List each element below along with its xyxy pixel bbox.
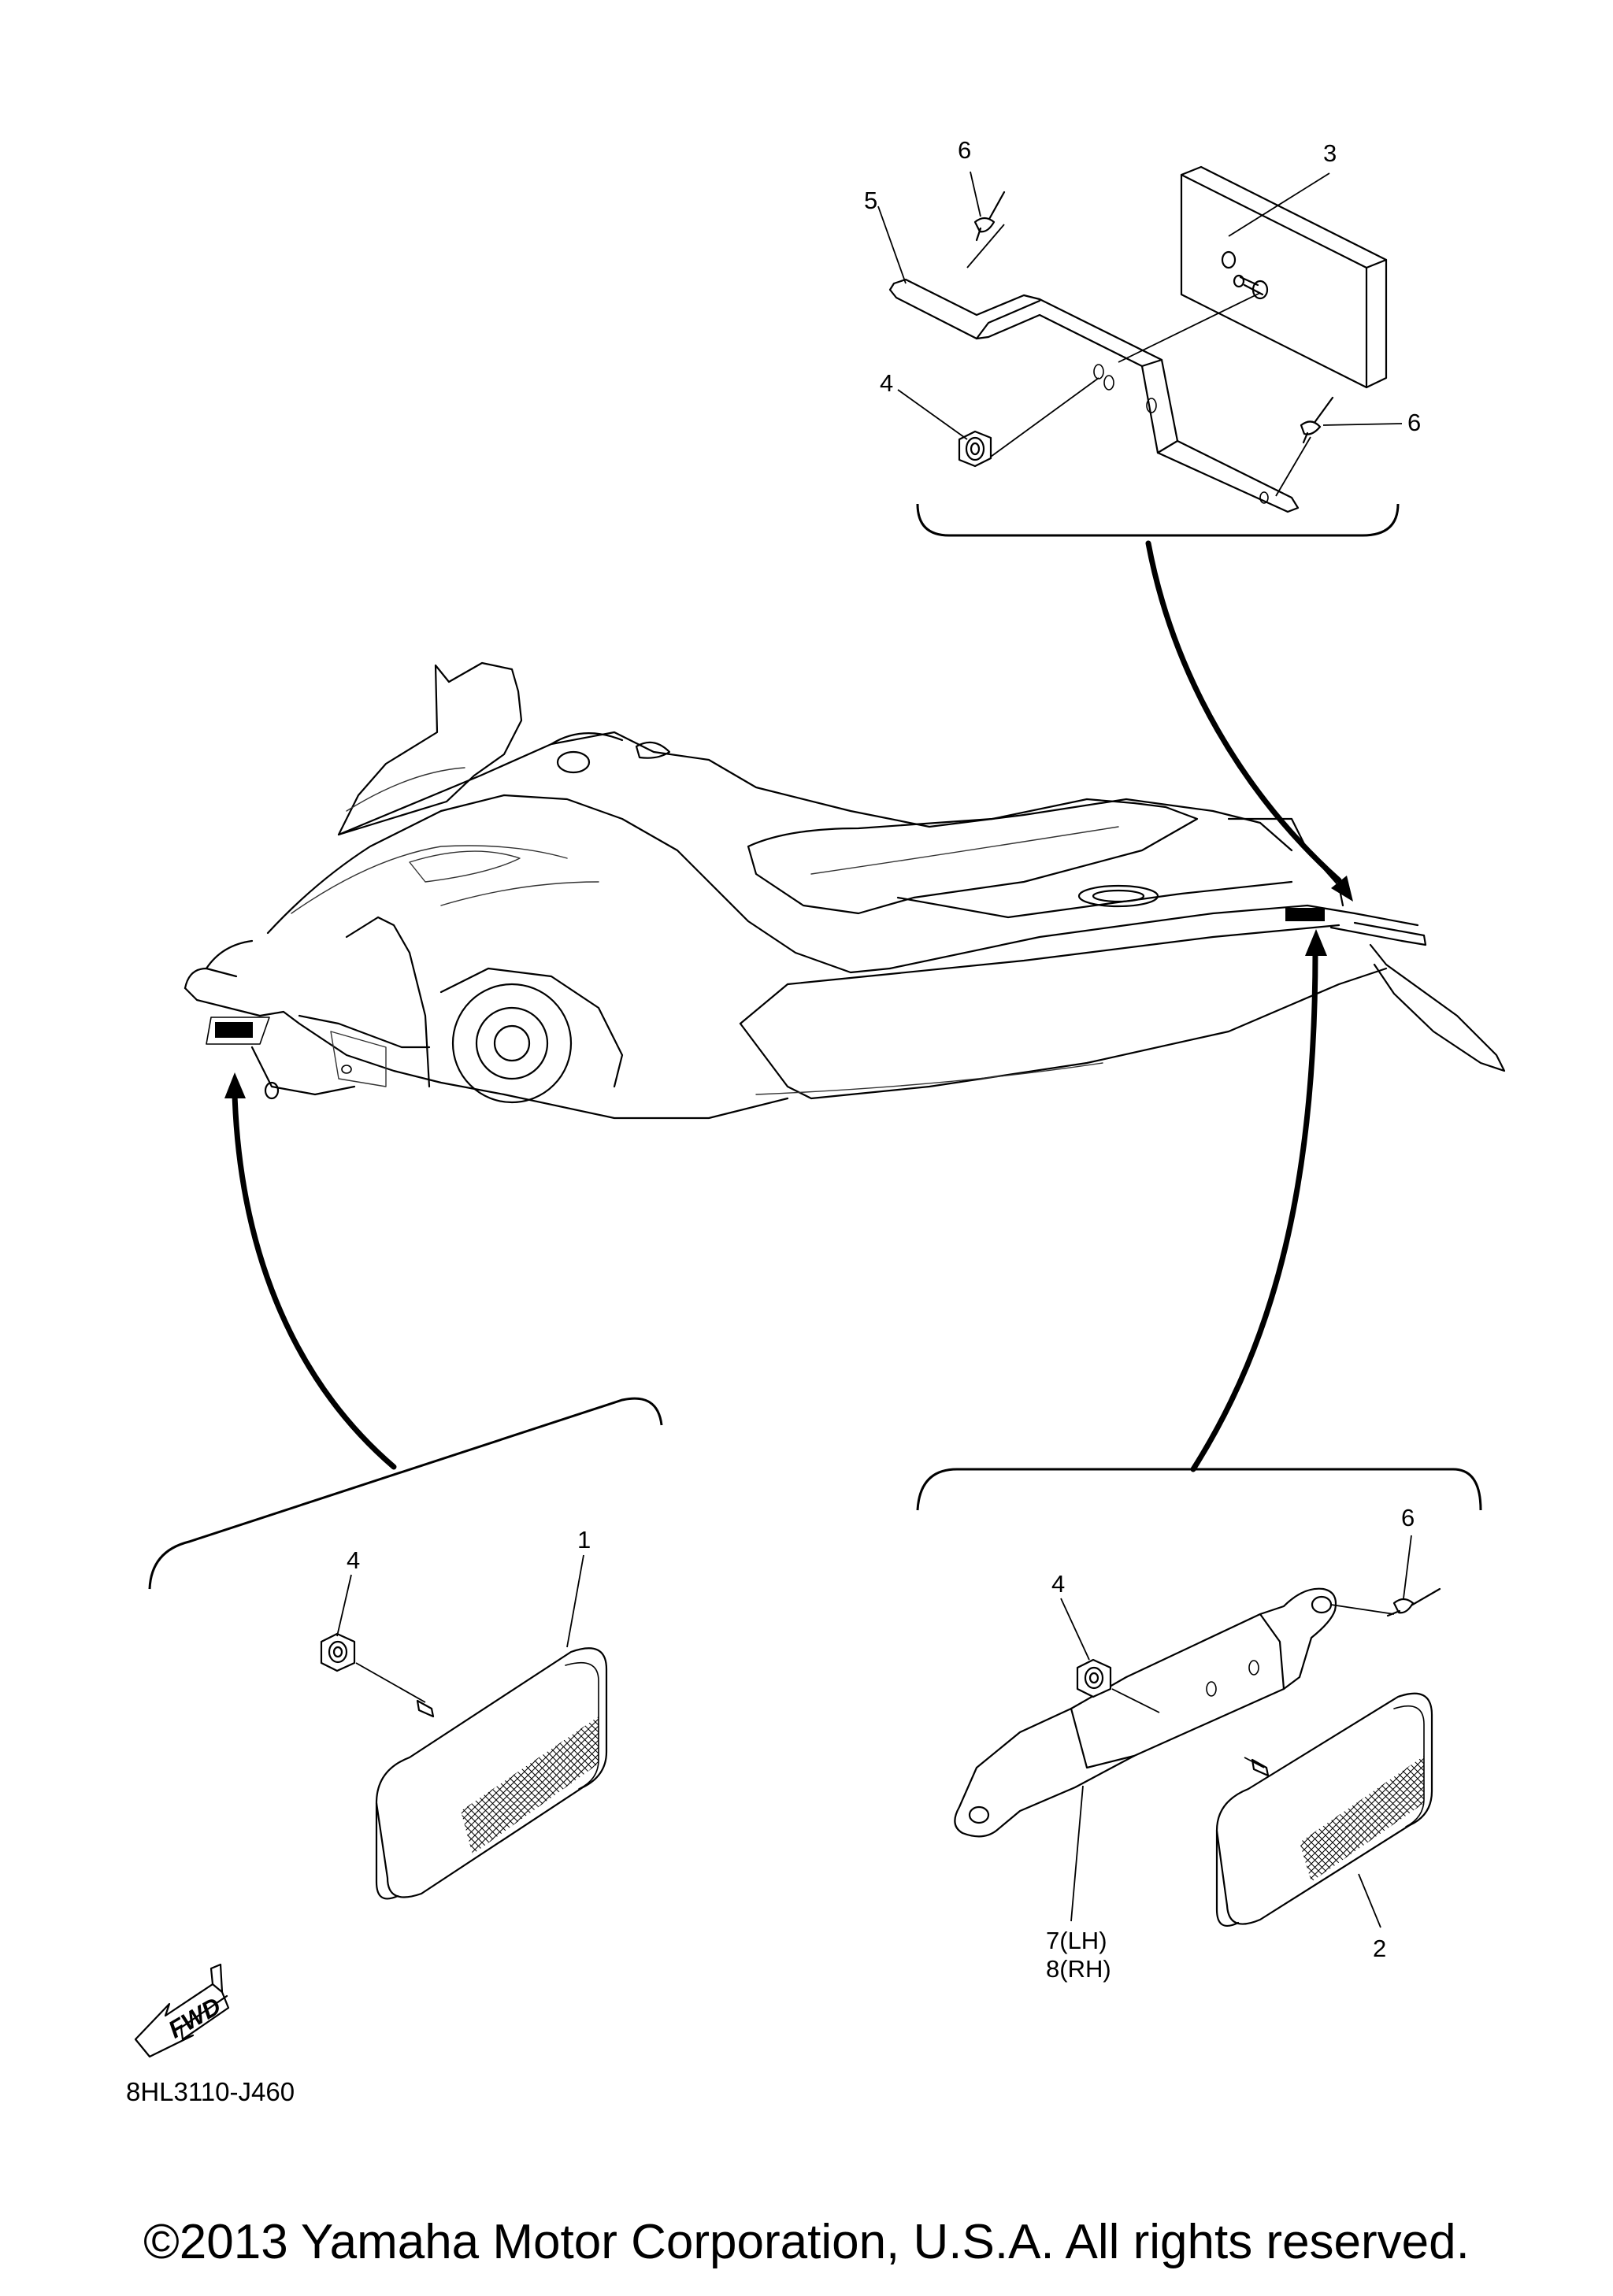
rear-reflector — [1215, 1692, 1433, 1927]
top-callout-3: 3 — [1323, 139, 1337, 167]
right-callout-2: 2 — [1373, 1935, 1386, 1962]
right-detail-group: 4 6 7(LH) 8(RH) 2 — [916, 1468, 1482, 1983]
fwd-arrow-icon: FWD — [134, 1963, 230, 2058]
top-rivet-right — [1300, 396, 1334, 444]
right-callout-4: 4 — [1051, 1570, 1065, 1598]
connector-top-to-rear — [1145, 540, 1342, 883]
right-nut — [1076, 1658, 1112, 1698]
front-reflector — [375, 1647, 608, 1900]
top-detail-group: 6 3 5 4 6 — [864, 136, 1421, 537]
left-callout-4: 4 — [347, 1546, 360, 1574]
connector-front — [232, 1091, 397, 1470]
part-code: 8HL3110-J460 — [126, 2077, 295, 2106]
snowmobile-illustration — [184, 661, 1506, 1120]
left-nut — [320, 1632, 356, 1672]
reflector-location-front — [215, 1022, 253, 1038]
top-callout-5: 5 — [864, 187, 877, 214]
reflector-location-rear — [1285, 908, 1325, 921]
right-callout-6: 6 — [1401, 1504, 1415, 1531]
arrowhead-front — [224, 1072, 246, 1098]
top-nut — [958, 430, 992, 468]
drive-pulley — [451, 983, 573, 1104]
left-detail-group: 4 1 — [148, 1397, 663, 1900]
top-callout-6a: 6 — [958, 136, 971, 164]
left-callout-1: 1 — [577, 1526, 591, 1554]
top-callout-4: 4 — [880, 369, 893, 397]
right-detail-frame — [916, 1468, 1482, 1511]
connector-rear-lower — [1190, 948, 1318, 1472]
left-detail-frame — [148, 1397, 663, 1590]
right-rivet — [1386, 1587, 1441, 1617]
arrowhead-rear — [1305, 929, 1327, 956]
copyright-notice: ©2013 Yamaha Motor Corporation, U.S.A. A… — [143, 2215, 1470, 2269]
license-plate — [1180, 165, 1388, 389]
top-detail-frame — [916, 503, 1400, 537]
right-callout-8: 8(RH) — [1046, 1955, 1111, 1983]
arrowhead-rear-top — [1331, 876, 1353, 902]
top-callout-6b: 6 — [1407, 409, 1421, 436]
right-callout-7: 7(LH) — [1046, 1927, 1107, 1954]
top-rivet-left — [973, 191, 1006, 242]
reflector-bracket — [954, 1587, 1337, 1838]
plate-bracket — [888, 278, 1300, 513]
